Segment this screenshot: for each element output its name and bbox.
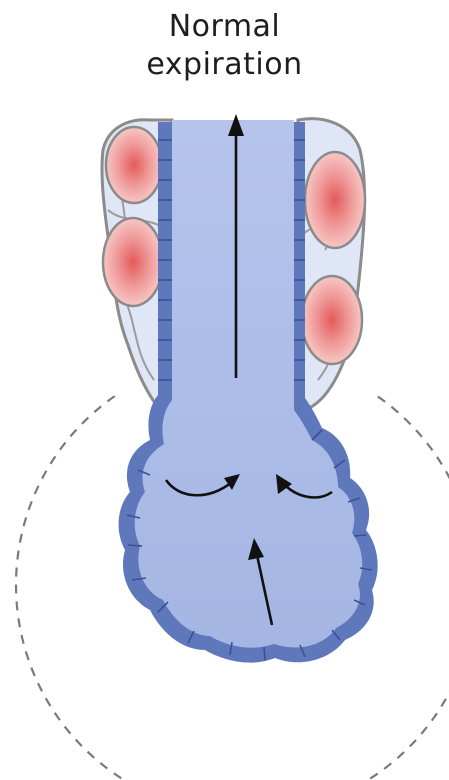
alveolus-right-lower (302, 276, 362, 364)
alveolus-left-lower (103, 218, 163, 306)
alveolus-right-upper (305, 152, 365, 248)
alveolus-left-upper (106, 127, 162, 203)
